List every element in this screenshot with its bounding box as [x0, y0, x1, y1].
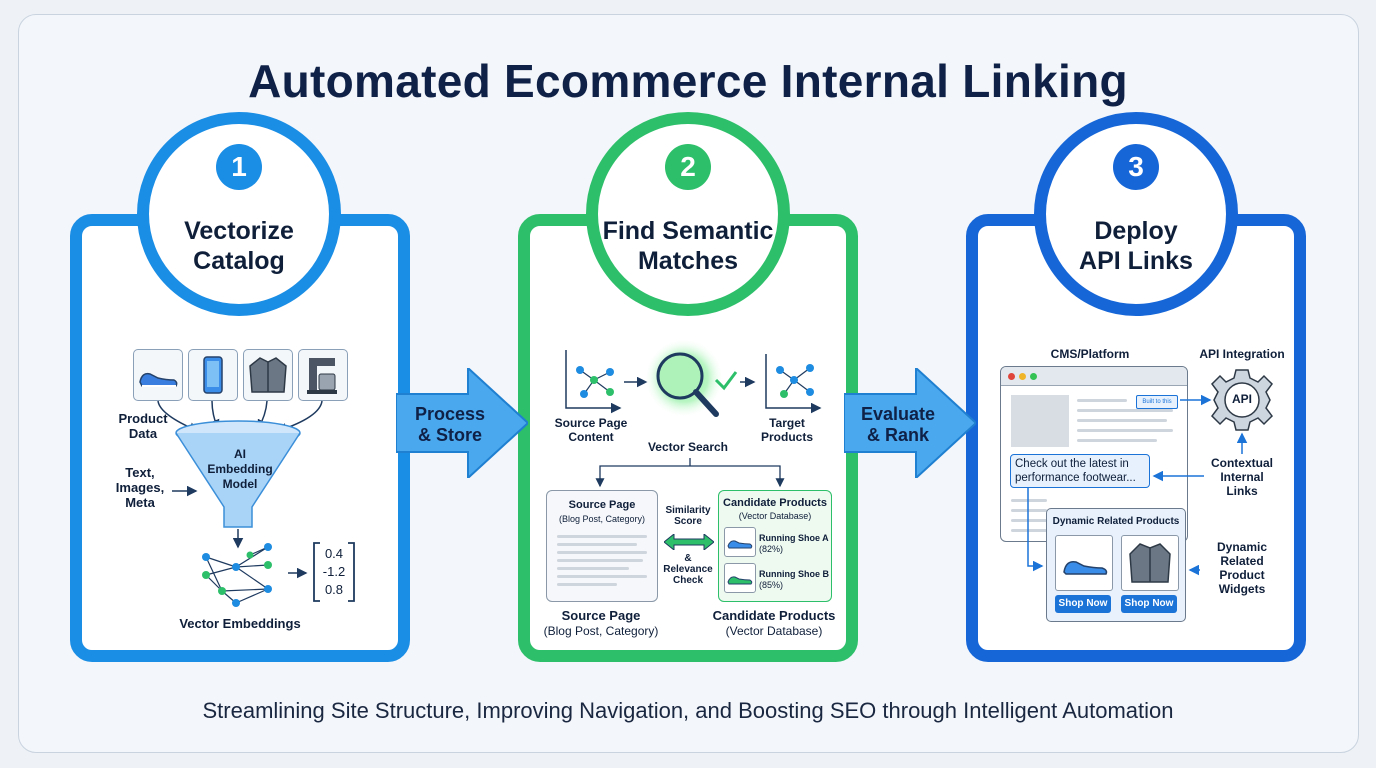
arrow-right-icon — [844, 368, 976, 478]
phone-icon — [188, 349, 238, 401]
ai-embedding-model-label: AI Embedding Model — [207, 447, 273, 491]
candidate-products-caption-sub: (Vector Database) — [725, 624, 823, 638]
gear-icon — [1211, 369, 1273, 431]
candidate-item-score: (85%) — [759, 580, 784, 590]
arrow-right-icon — [396, 368, 528, 478]
contextual-link-text[interactable]: Check out the latest in performance foot… — [1010, 454, 1150, 488]
coffee-maker-icon — [298, 349, 348, 401]
shop-now-button[interactable]: Shop Now — [1121, 595, 1177, 613]
source-page-caption-sub: (Blog Post, Category) — [543, 624, 659, 638]
api-badge-label: API — [1231, 392, 1252, 406]
text-images-meta-label: Text, Images, Meta — [115, 465, 165, 510]
process-store-arrow: Process & Store — [396, 368, 528, 478]
shoe-icon — [724, 563, 756, 593]
step-2-title: Find Semantic Matches — [602, 217, 774, 275]
vector-value: 0.4 — [324, 546, 344, 561]
vector-value: 0.8 — [324, 582, 344, 597]
relevance-check-label: & Relevance Check — [663, 553, 713, 586]
candidate-products-card: Candidate Products (Vector Database) Run… — [718, 490, 832, 602]
browser-titlebar — [1001, 367, 1187, 386]
contextual-internal-links-label: Contextual Internal Links — [1210, 456, 1273, 498]
page-title: Automated Ecommerce Internal Linking — [248, 55, 1128, 107]
vector-value: -1.2 — [322, 564, 346, 579]
step-1-title: Vectorize Catalog — [184, 217, 294, 275]
target-products-label: Target Products — [760, 416, 813, 444]
evaluate-rank-label: Evaluate & Rank — [860, 404, 936, 445]
candidate-card-title: Candidate Products — [723, 497, 827, 509]
step-3-badge: 3 Deploy API Links — [1034, 112, 1238, 316]
source-page-card: Source Page (Blog Post, Category) — [546, 490, 658, 602]
double-arrow-icon — [664, 534, 714, 550]
shoe-icon — [1055, 535, 1113, 591]
source-card-subtitle: (Blog Post, Category) — [558, 514, 646, 524]
step-1-badge: 1 Vectorize Catalog — [137, 112, 341, 316]
evaluate-rank-arrow: Evaluate & Rank — [844, 368, 976, 478]
candidate-card-subtitle: (Vector Database) — [738, 511, 812, 521]
step-3-number: 3 — [1113, 144, 1159, 190]
related-products-title: Dynamic Related Products — [1052, 516, 1180, 527]
source-page-caption: Source Page — [561, 608, 641, 623]
step-1-number: 1 — [216, 144, 262, 190]
api-connections-svg — [1027, 369, 1273, 576]
related-products-widget: Dynamic Related Products Shop Now Shop N… — [1046, 508, 1186, 622]
source-page-content-label: Source Page Content — [554, 416, 628, 444]
candidate-item-name: Running Shoe A — [759, 533, 829, 543]
step-2-number: 2 — [665, 144, 711, 190]
vectorize-flow-svg — [157, 400, 355, 607]
process-store-label: Process & Store — [414, 404, 486, 445]
content-image-placeholder — [1011, 395, 1069, 447]
api-integration-label: API Integration — [1199, 347, 1285, 361]
candidate-item-name: Running Shoe B — [759, 569, 829, 579]
similarity-score-label: Similarity Score — [665, 505, 711, 527]
candidate-products-caption: Candidate Products — [712, 608, 836, 623]
step-2-badge: 2 Find Semantic Matches — [586, 112, 790, 316]
source-card-title: Source Page — [568, 499, 636, 511]
shoe-icon — [133, 349, 183, 401]
shop-now-button[interactable]: Shop Now — [1055, 595, 1111, 613]
shoe-icon — [724, 527, 756, 557]
cms-platform-label: CMS/Platform — [1050, 347, 1130, 361]
api-link-chip[interactable]: Built to this — [1136, 395, 1178, 409]
semantic-search-svg — [565, 340, 822, 488]
jacket-icon — [243, 349, 293, 401]
candidate-item-score: (82%) — [759, 544, 784, 554]
product-data-label: Product Data — [118, 411, 168, 441]
page-subtitle: Streamlining Site Structure, Improving N… — [202, 698, 1174, 723]
step-3-title: Deploy API Links — [1079, 217, 1193, 275]
jacket-icon — [1121, 535, 1179, 591]
vector-search-label: Vector Search — [647, 440, 729, 454]
vector-embeddings-label: Vector Embeddings — [179, 616, 301, 631]
dynamic-widgets-label: Dynamic Related Product Widgets — [1216, 540, 1268, 596]
